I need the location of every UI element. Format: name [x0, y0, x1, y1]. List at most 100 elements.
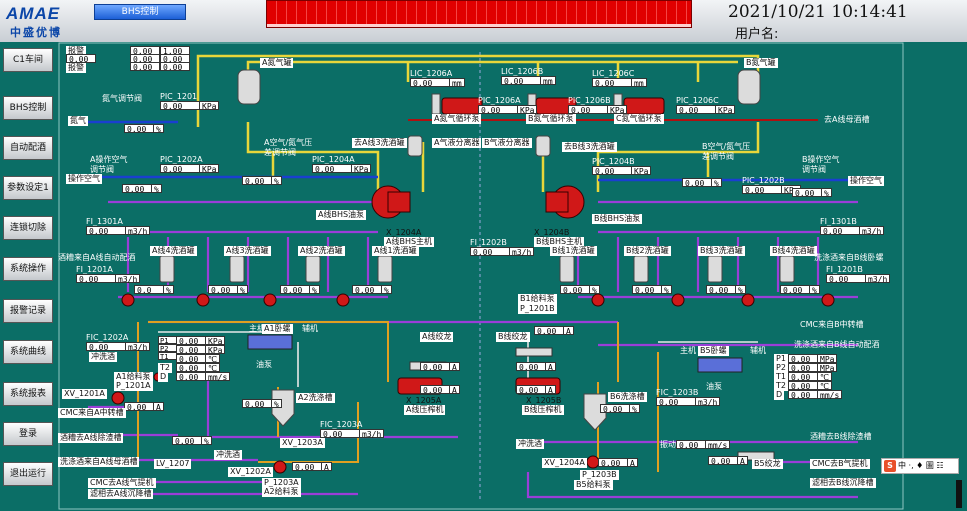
- ime-logo-icon: S: [884, 460, 896, 472]
- nav-alarm-record[interactable]: 报警记录: [3, 299, 53, 323]
- label-xv1203a: XV_1203A: [280, 438, 325, 448]
- readout-b3-pct: 0.00%: [706, 285, 746, 295]
- label-x1204b: X_1204B: [534, 228, 570, 237]
- label-a-separator: A气液分离器: [432, 138, 482, 148]
- nav-bhs-control[interactable]: BHS控制: [3, 96, 53, 120]
- logo-text: AMAE: [6, 4, 61, 23]
- nav-c1-workshop[interactable]: C1车间: [3, 48, 53, 72]
- label-b1-tank: B线1洗酒罐: [550, 246, 597, 256]
- label-fic1203a: FIC_1203A: [320, 420, 363, 429]
- readout-b-op-valve: 0.00%: [792, 188, 832, 198]
- label-lic1206a: LIC_1206A: [410, 69, 453, 78]
- readout-n2-valve: 0.00%: [124, 124, 164, 134]
- label-fi1301a: FI_1301A: [86, 217, 123, 226]
- label-cmc-a: CMC来自A中转槽: [58, 408, 126, 418]
- alarm-legend-2: 报警: [66, 63, 86, 73]
- tab-bhs-control[interactable]: BHS控制: [94, 4, 186, 20]
- readout-a3-pct: 0.00%: [208, 285, 248, 295]
- label-lic1206b: LIC_1206B: [501, 67, 544, 76]
- label-lv1207: LV_1207: [154, 459, 192, 469]
- label-pic1206b: PIC_1206B: [568, 96, 611, 105]
- label-a-bhs-pump: A线BHS油泵: [316, 210, 367, 220]
- nav-login[interactable]: 登录: [3, 422, 53, 446]
- label-a-screw: A线绞龙: [420, 332, 454, 342]
- label-aux-b: 辅机: [750, 346, 766, 355]
- label-b-p1: P1: [774, 354, 788, 364]
- label-p1201b: P_1201B: [518, 304, 557, 314]
- label-p1203b: P_1203B: [580, 470, 619, 480]
- label-n2: 氮气: [68, 116, 88, 126]
- label-op-air-a: 操作空气: [66, 174, 102, 184]
- scrollbar[interactable]: [956, 480, 962, 508]
- label-a-n2-tank: A氮气罐: [260, 58, 294, 68]
- label-pic1204b: PIC_1204B: [592, 157, 635, 166]
- nav-system-operation[interactable]: 系统操作: [3, 257, 53, 281]
- label-main-b: 主机: [680, 346, 696, 355]
- label-cmc-b: CMC来自B中转槽: [800, 320, 864, 329]
- readout-b-t2: 0.00℃: [788, 381, 832, 391]
- label-a-press: A线压榨机: [404, 405, 446, 415]
- nav-interlock-cut[interactable]: 连锁切除: [3, 216, 53, 240]
- label-b-p2: P2: [774, 363, 788, 373]
- label-fi1202b: FI_1202B: [470, 238, 507, 247]
- left-nav: C1车间 BHS控制 自动配酒 参数设定1 连锁切除 系统操作 报警记录 系统曲…: [0, 42, 56, 511]
- readout-b1-pct: 0.00%: [560, 285, 600, 295]
- label-x1205b: X_1205B: [526, 396, 562, 405]
- alarm-bar[interactable]: [266, 0, 692, 28]
- nav-param-setting[interactable]: 参数设定1: [3, 176, 53, 200]
- readout-a-air-valve: 0.00%: [242, 176, 282, 186]
- label-op-air-b: 操作空气: [848, 176, 884, 186]
- nav-system-curve[interactable]: 系统曲线: [3, 340, 53, 364]
- label-c-n2-pump: C氮气循环泵: [614, 114, 664, 124]
- label-b-t1: T1: [774, 372, 788, 382]
- label-to-a-clean: 酒糟去A线除渣槽: [58, 433, 124, 443]
- label-b5-feed: B5给料泵: [574, 480, 613, 490]
- nav-exit[interactable]: 退出运行: [3, 462, 53, 486]
- label-pic1202a: PIC_1202A: [160, 155, 203, 164]
- label-a1-feed: A1给料泵: [114, 372, 153, 382]
- label-oil-pump-a: 油泵: [256, 360, 272, 369]
- legend-value-1: 0.00: [66, 54, 96, 64]
- label-pic1204a: PIC_1204A: [312, 155, 355, 164]
- readout-b2-pct: 0.00%: [632, 285, 672, 295]
- label-liq-to-a: 滤相去A线沉降槽: [88, 489, 154, 499]
- label-a4-tank: A线4洗酒罐: [150, 246, 197, 256]
- nav-system-report[interactable]: 系统报表: [3, 382, 53, 406]
- nav-auto-mix[interactable]: 自动配酒: [3, 136, 53, 160]
- label-vibration: 振动: [660, 440, 676, 449]
- readout-a-t1: 0.00℃: [176, 354, 220, 364]
- label-liq-to-b: 滤相去B线沉降槽: [810, 478, 876, 488]
- label-x1205a: X_1205A: [406, 396, 442, 405]
- alarm-legend-1: 报警: [66, 46, 86, 56]
- label-n2-valve: 氮气调节阀: [102, 94, 142, 103]
- label-b-op-air: B操作空气调节阀: [802, 155, 840, 174]
- label-a-op-air: A操作空气调节阀: [90, 155, 128, 174]
- label-pic1202b: PIC_1202B: [742, 176, 785, 185]
- readout-a-op-valve: 0.00%: [122, 184, 162, 194]
- datetime-display: 2021/10/21 10:14:41: [728, 2, 908, 22]
- label-cmc-to-a: CMC去A线气提机: [88, 478, 156, 488]
- label-p1201a: P_1201A: [114, 381, 153, 391]
- label-main-a: 主机: [249, 324, 265, 333]
- readout-a1-pct: 0.00%: [352, 285, 392, 295]
